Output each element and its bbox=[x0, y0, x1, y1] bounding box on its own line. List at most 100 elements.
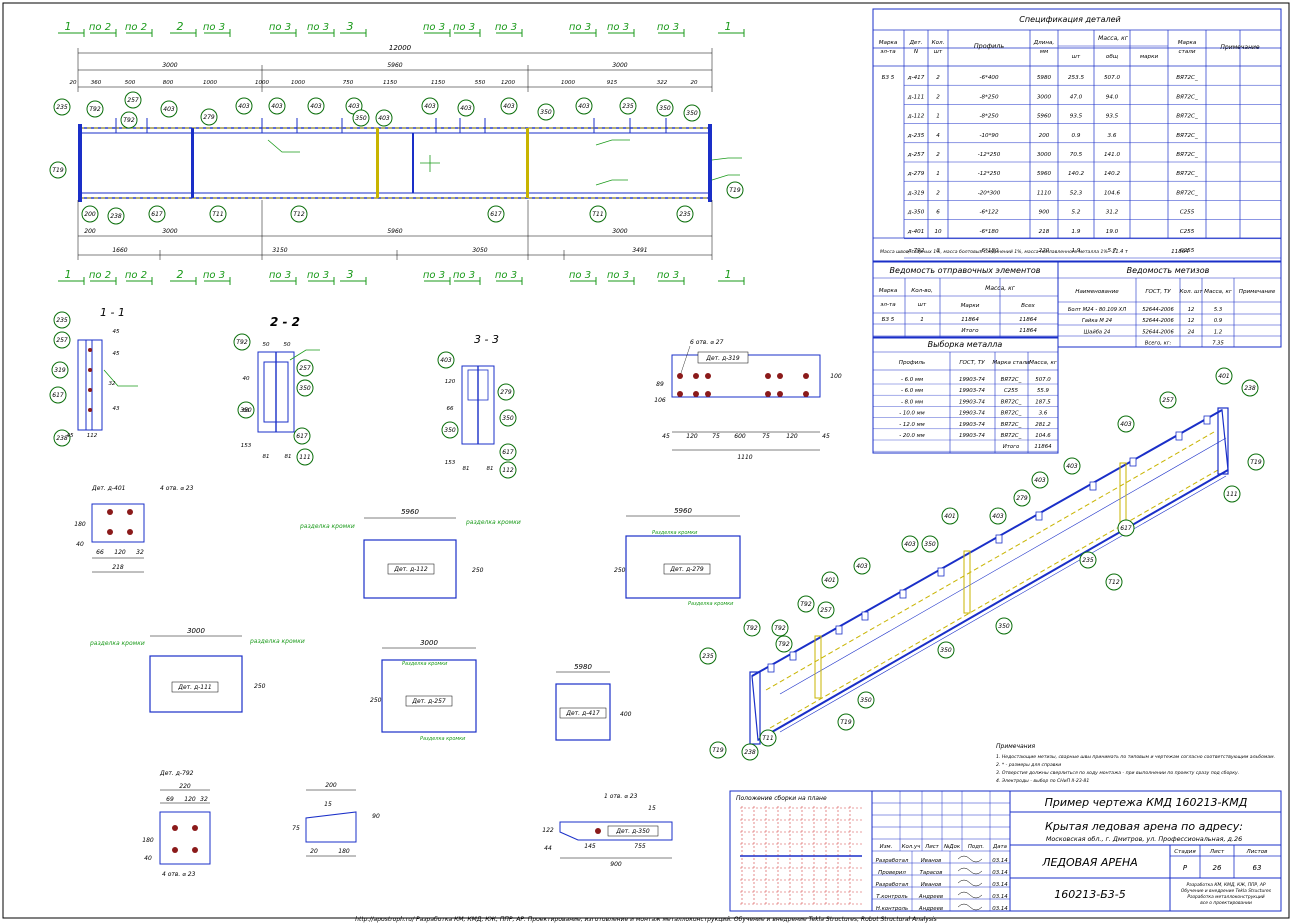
section-marker: по 3 bbox=[495, 22, 523, 37]
svg-text:350: 350 bbox=[924, 541, 936, 548]
section-label: по 3 bbox=[657, 22, 679, 33]
tb-date: 03.14 bbox=[992, 882, 1008, 888]
mark-tag: 235 bbox=[676, 205, 694, 223]
notes: Примечания 1. Недостающие метизы, сварны… bbox=[996, 743, 1275, 784]
tb-stage-val: 63 bbox=[1253, 864, 1262, 872]
mark-tag: 403 bbox=[307, 97, 325, 115]
s33-title: 3 - 3 bbox=[474, 333, 499, 346]
spec-head: шт bbox=[1072, 54, 1081, 60]
tb-role: Разработал bbox=[876, 858, 909, 864]
dim-value: 1000 bbox=[203, 80, 217, 86]
steel-cell: - 6.0 мм bbox=[901, 377, 923, 383]
s22-mark: 111 bbox=[296, 448, 314, 466]
hw-cell: Шайба 24 bbox=[1084, 329, 1111, 335]
p319-holes: 6 отв. ⌀ 27 bbox=[690, 339, 724, 346]
spec-cell: 253.5 bbox=[1068, 75, 1084, 81]
spec-cell: д-235 bbox=[907, 133, 925, 139]
section-marker: по 3 bbox=[607, 22, 635, 37]
spec-footer-note: Масса швов, сварных 1%, масса болтовых с… bbox=[880, 249, 1108, 255]
part-417: 5980 400 Дет. д-417 bbox=[555, 663, 632, 741]
hw-cell: 52644-2006 bbox=[1142, 318, 1174, 324]
dim-value: 20 bbox=[70, 80, 77, 86]
s11-dim: 45 bbox=[67, 433, 74, 439]
section-marker: по 3 bbox=[657, 22, 685, 37]
spec-cell: 2 bbox=[936, 190, 940, 196]
steel-cell: С255 bbox=[1004, 388, 1019, 394]
ship-head: Марки bbox=[961, 303, 980, 309]
spec-cell: 5.7 bbox=[1108, 248, 1117, 254]
steel-cell: Итого bbox=[1003, 444, 1020, 450]
spec-cell: 218 bbox=[1039, 229, 1050, 235]
s11-mark: 238 bbox=[53, 429, 71, 447]
section-marker: по 3 bbox=[307, 22, 335, 37]
mark-tag: 403 bbox=[160, 100, 178, 118]
section-label: по 3 bbox=[423, 22, 445, 33]
spec-cell: д-319 bbox=[907, 190, 925, 196]
dim-value: 3000 bbox=[612, 62, 627, 69]
mark-tag: 200 bbox=[81, 205, 99, 223]
spec-head: Кол. bbox=[932, 40, 945, 46]
tb-company-line: Разработка КМ, КМД, КЖ, ППР, АР bbox=[1187, 882, 1266, 888]
tb-col-head: Подп. bbox=[968, 844, 984, 850]
p319-dim: 106 bbox=[654, 397, 666, 404]
tb-drawing-code: 160213-Б3-5 bbox=[1054, 888, 1125, 901]
section-marker: по 3 bbox=[607, 270, 635, 285]
section-marker: по 3 bbox=[307, 270, 335, 285]
p235-dim: 180 bbox=[338, 848, 350, 855]
mark-tag: 238 bbox=[107, 207, 125, 225]
spec-cell: 3000 bbox=[1037, 94, 1052, 100]
section-label: по 3 bbox=[307, 270, 329, 281]
steel-cell: 19903-74 bbox=[959, 377, 986, 383]
p257-side: 250 bbox=[370, 697, 382, 704]
section-label: по 3 bbox=[423, 270, 445, 281]
spec-cell: 140.2 bbox=[1068, 171, 1084, 177]
iso-mark: 403 bbox=[1031, 471, 1049, 489]
hw-cell: 5.3 bbox=[1214, 307, 1222, 313]
iso-mark: Т92 bbox=[775, 635, 793, 653]
dim-value: 1000 bbox=[291, 80, 305, 86]
spec-cell: С255 bbox=[1180, 210, 1195, 216]
s22-dim: 81 bbox=[263, 454, 270, 460]
svg-text:403: 403 bbox=[348, 103, 360, 110]
spec-cell: -12*250 bbox=[978, 171, 1001, 177]
svg-text:350: 350 bbox=[355, 115, 367, 122]
dim-value: 1150 bbox=[431, 80, 445, 86]
mark-tag: 403 bbox=[375, 109, 393, 127]
spec-cell: 1 bbox=[936, 114, 940, 120]
p350-label: Дет. д-350 bbox=[615, 828, 650, 835]
tb-role: Т.контроль bbox=[876, 894, 908, 900]
spec-cell: 2 bbox=[936, 94, 940, 100]
svg-text:617: 617 bbox=[1120, 525, 1132, 532]
hw-head: Масса, кг bbox=[1204, 289, 1232, 295]
ship-head: эл-та bbox=[880, 302, 896, 308]
spec-cell: 900 bbox=[1039, 210, 1050, 216]
s22-dim: 153 bbox=[241, 443, 252, 449]
svg-text:403: 403 bbox=[310, 103, 322, 110]
steel-cell: 187.5 bbox=[1035, 399, 1051, 405]
s22-dim: 66 bbox=[243, 408, 250, 414]
p112-dim: 5960 bbox=[401, 508, 419, 516]
p279-side: 250 bbox=[614, 567, 626, 574]
tb-name: Андреев bbox=[918, 906, 943, 912]
section-marker: 1 bbox=[58, 268, 85, 285]
section-marker: по 3 bbox=[269, 22, 297, 37]
svg-text:319: 319 bbox=[54, 367, 66, 374]
mark-tag: 617 bbox=[148, 205, 166, 223]
p279-label: Дет. д-279 bbox=[669, 566, 704, 573]
p319-dim: 120 bbox=[786, 433, 798, 440]
iso-mark: Т19 bbox=[709, 741, 727, 759]
steel-cell: 3.6 bbox=[1039, 411, 1048, 417]
svg-text:Т19: Т19 bbox=[1250, 459, 1261, 466]
dim-value: 20 bbox=[691, 80, 698, 86]
svg-text:Т11: Т11 bbox=[212, 211, 223, 218]
svg-text:401: 401 bbox=[1218, 373, 1229, 380]
p401-dim: 180 bbox=[74, 521, 86, 528]
svg-text:111: 111 bbox=[299, 454, 310, 461]
spec-cell: ВЯ72С_ bbox=[1176, 94, 1198, 100]
iso-mark: 403 bbox=[901, 535, 919, 553]
steel-cell: ВЯ72С_ bbox=[1001, 433, 1022, 439]
svg-text:Т92: Т92 bbox=[89, 106, 100, 113]
